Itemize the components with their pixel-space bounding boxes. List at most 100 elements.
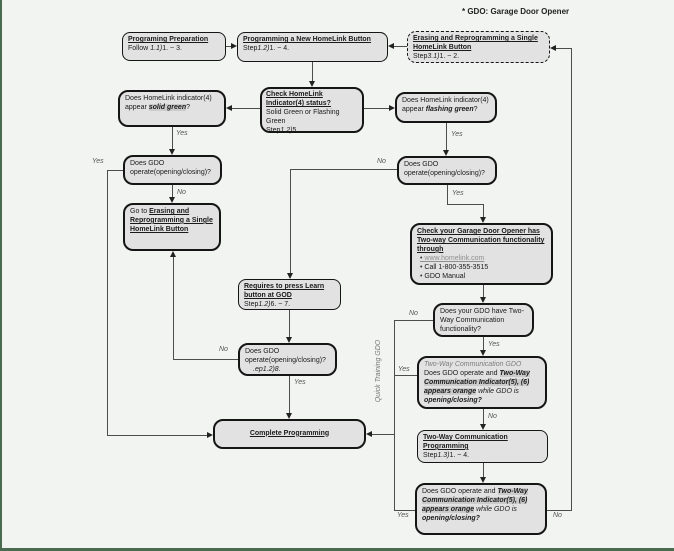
question-text: Does GDO operate(opening/closing)?	[130, 160, 211, 176]
step-range: 5.	[292, 126, 299, 134]
connector	[483, 337, 484, 350]
highlight-solid-green: solid green	[148, 103, 187, 111]
connector	[483, 204, 484, 217]
connector	[483, 463, 484, 477]
question-text: Does HomeLink indicator(4) appear	[402, 97, 489, 113]
node-title: Check HomeLink Indicator(4) status?	[266, 91, 331, 107]
gdo-manual-item: GDO Manual	[417, 273, 546, 282]
connector	[107, 435, 207, 436]
connector	[556, 48, 572, 49]
arrowhead-down	[169, 197, 175, 203]
arrowhead-down	[287, 273, 293, 279]
connector	[172, 185, 173, 197]
step-ref: Step	[423, 451, 438, 459]
connector	[107, 170, 123, 171]
node-check-indicator-status: Check HomeLink Indicator(4) status? Soli…	[260, 87, 364, 134]
goto-link-text: Erasing and Reprogramming a Single HomeL…	[130, 208, 213, 233]
arrowhead-left	[550, 45, 556, 51]
arrowhead-up	[170, 251, 176, 257]
connector	[394, 375, 417, 376]
node-question-flashing-green: Does HomeLink indicator(4) appear flashi…	[395, 92, 497, 123]
status-options: Solid Green or Flashing Green	[266, 108, 340, 125]
connector	[289, 376, 290, 414]
node-title: Complete Programming	[249, 429, 330, 437]
connector	[483, 409, 484, 424]
node-question-gdo-operate-right: Does GDO operate(opening/closing)?	[397, 156, 497, 185]
node-question-twoway-indicator-2: Does GDO operate and Two-Way Communicati…	[415, 483, 547, 535]
connector	[232, 108, 260, 109]
goto-text: Go to	[130, 208, 150, 215]
connector	[394, 46, 407, 47]
homelink-url-link[interactable]: www.homelink.com	[417, 255, 546, 264]
node-title: Erasing and Reprogramming a Single HomeL…	[413, 35, 538, 51]
edge-label-yes: Yes	[176, 130, 188, 137]
node-title: Two-Way Communication Programming	[423, 434, 508, 450]
question-text: Does GDO operate and	[422, 488, 498, 495]
edge-label-yes: Yes	[92, 158, 104, 165]
connector	[447, 185, 448, 204]
step-ref: Step	[413, 52, 428, 60]
phone-number: Call 1-800-355-3515	[417, 264, 546, 273]
arrowhead-down	[480, 350, 486, 356]
step-ref: Step	[266, 126, 281, 134]
question-text: opening/closing?	[422, 514, 480, 522]
question-text: Does GDO operate(opening/closing)?	[404, 161, 485, 177]
step-ref: Follow	[128, 44, 151, 52]
edge-label-yes: Yes	[398, 366, 410, 373]
edge-label-yes: Yes	[294, 379, 306, 386]
edge-label-no: No	[377, 158, 386, 165]
question-text: Does HomeLink indicator(4) appear	[125, 95, 212, 111]
question-text: Does your GDO have Two-Way Communication…	[440, 308, 524, 333]
edge-label-no: No	[409, 310, 418, 317]
connector	[364, 108, 389, 109]
arrowhead-down	[480, 424, 486, 430]
arrowhead-down	[286, 337, 292, 343]
arrowhead-down	[169, 149, 175, 155]
node-question-twoway-indicator-1: Two-Way Communication GDO Does GDO opera…	[417, 356, 547, 409]
step-num: 1.2)	[257, 44, 270, 52]
node-erasing-reprogramming: Erasing and Reprogramming a Single HomeL…	[407, 31, 550, 63]
arrowhead-down	[480, 477, 486, 483]
question-text: while GDO is	[476, 387, 519, 395]
arrowhead-right	[231, 43, 237, 49]
edge-label-no: No	[553, 512, 562, 519]
step-ref: .ep1.2)8.	[253, 365, 281, 373]
connector	[290, 169, 291, 274]
edge-label-no: No	[488, 413, 497, 420]
node-twoway-programming: Two-Way Communication Programming Step1.…	[417, 430, 548, 463]
node-press-learn-button: Requires to press Learn button at GOD St…	[238, 279, 341, 310]
edge-label-yes: Yes	[451, 131, 463, 138]
arrowhead-down	[480, 297, 486, 303]
connector-feedback-right	[571, 48, 572, 511]
edge-label-no: No	[219, 346, 228, 353]
connector	[372, 434, 394, 435]
step-num: 1.2)	[258, 300, 271, 308]
node-question-have-twoway: Does your GDO have Two-Way Communication…	[433, 303, 534, 337]
edge-label-yes: Yes	[397, 512, 409, 519]
connector	[312, 62, 313, 82]
edge-label-no: No	[177, 189, 186, 196]
connector	[173, 257, 174, 359]
step-range: 1. ~ 3.	[162, 44, 182, 52]
connector	[173, 359, 238, 360]
arrowhead-left	[366, 431, 372, 437]
arrowhead-right	[207, 432, 213, 438]
step-range: 1. ~ 4.	[449, 451, 470, 459]
connector	[289, 310, 290, 338]
node-check-gdo-twoway-info: Check your Garage Door Opener has Two-wa…	[410, 223, 553, 285]
node-programming-new-button: Programming a New HomeLink Button Step1.…	[237, 32, 388, 62]
step-ref: Step	[243, 44, 258, 52]
node-question-solid-green: Does HomeLink indicator(4) appear solid …	[118, 90, 226, 127]
question-text: Does GDO operate(opening/closing)?	[245, 348, 326, 364]
step-num: 1.3)	[437, 451, 450, 459]
arrowhead-down	[309, 81, 315, 87]
step-num: 3.1)	[427, 52, 440, 60]
step-range: 1. ~ 2.	[439, 52, 460, 60]
connector	[290, 169, 397, 170]
node-question-gdo-operate-after-learn: Does GDO operate(opening/closing)? .ep1.…	[238, 343, 337, 376]
question-text: opening/closing?	[424, 396, 482, 404]
node-title: Programming a New HomeLink Button	[243, 36, 371, 43]
highlight-flashing-green: flashing green	[425, 105, 474, 113]
connector	[447, 204, 483, 205]
